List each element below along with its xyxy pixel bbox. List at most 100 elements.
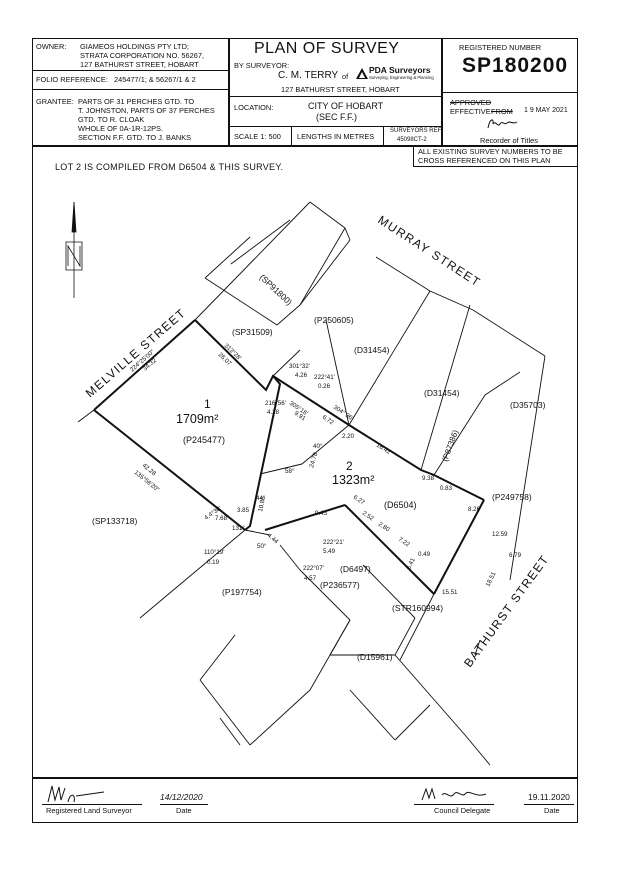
owner-block <box>32 38 229 146</box>
dimension-label: 5.49 <box>323 548 336 555</box>
neighbour-ref: (D31454) <box>424 388 460 398</box>
divider <box>32 70 229 71</box>
from-text: FROM <box>491 107 513 116</box>
surveyor-signature-icon <box>46 782 106 813</box>
scale-text: SCALE 1: 500 <box>234 132 281 141</box>
dimension-label: 2.20 <box>342 433 355 440</box>
dimension-label: 6.41 <box>405 556 417 570</box>
council-signed-date: 19.11.2020 <box>528 792 570 802</box>
neighbour-ref: (SP91800) <box>258 272 295 307</box>
plan-note: LOT 2 IS COMPILED FROM D6504 & THIS SURV… <box>55 162 284 172</box>
neighbour-ref: (D35703) <box>510 400 546 410</box>
dimension-label: 9.45 <box>315 510 328 517</box>
dimension-label: 222°21' <box>323 539 344 546</box>
dimension-label: 7.68 <box>215 515 228 522</box>
land-surveyor-label: Registered Land Surveyor <box>46 806 132 815</box>
dimension-label: 0.49 <box>418 551 431 558</box>
grantee-line: PARTS OF 31 PERCHES GTD. TO <box>78 97 195 106</box>
company-name: PDA Surveyors <box>369 65 431 75</box>
dimension-label: 44° <box>256 495 266 502</box>
recorder-label: Recorder of Titles <box>480 136 538 145</box>
grantee-label: GRANTEE: <box>36 97 74 106</box>
surveyors-ref-label: SURVEYORS REF <box>390 128 442 134</box>
neighbour-ref: (P236577) <box>320 580 360 590</box>
neighbour-ref: (P250605) <box>314 315 354 325</box>
grantee-line: SECTION F.F. GTD. TO J. BANKS <box>78 133 192 142</box>
dimension-label: 222°41' <box>314 374 335 381</box>
street-label-melville: MELVILLE STREET <box>83 306 189 401</box>
lot-ref: (D6504) <box>384 500 417 510</box>
plan-title: PLAN OF SURVEY <box>254 40 400 57</box>
divider <box>291 126 292 146</box>
neighbour-ref: (SP31509) <box>232 327 273 337</box>
surveyor-name: C. M. TERRY <box>278 70 339 81</box>
dimension-label: 2.80 <box>377 521 391 534</box>
dimension-label: 8.26 <box>468 506 481 513</box>
dimension-label: 4.44 <box>266 532 280 545</box>
surveyors-ref-value: 45098CT-2 <box>397 137 427 143</box>
lot-area: 1323m² <box>332 473 374 487</box>
location-label: LOCATION: <box>234 103 274 112</box>
neighbour-ref: (P87386) <box>440 428 460 462</box>
surveyor-of: of <box>342 72 349 81</box>
title-block <box>229 38 442 146</box>
divider <box>383 126 384 146</box>
date-label: Date <box>544 806 560 815</box>
location-value: CITY OF HOBART <box>308 101 384 111</box>
dimension-label: 0.26 <box>318 383 331 390</box>
owner-line: 127 BATHURST STREET, HOBART <box>80 60 199 69</box>
surveyor-signed-date: 14/12/2020 <box>160 792 203 802</box>
dimension-label: 12.59 <box>492 531 508 538</box>
owner-label: OWNER: <box>36 42 67 51</box>
dimension-label: 0.83 <box>440 485 453 492</box>
dimension-label: 16.42 <box>375 442 392 456</box>
neighbour-ref: (SP133718) <box>92 516 138 526</box>
by-surveyor-label: BY SURVEYOR: <box>234 61 290 70</box>
registered-number-label: REGISTERED NUMBER <box>459 43 542 52</box>
lot-number: 2 <box>346 459 353 473</box>
signature-line <box>414 804 494 805</box>
dimension-label: 131° <box>232 525 245 532</box>
folio-value: 245477/1; & 56267/1 & 2 <box>114 75 196 84</box>
dimension-label: 40° <box>313 443 323 450</box>
company-logo-icon <box>356 67 368 79</box>
dimension-label: 4.28 <box>267 409 280 416</box>
grantee-line: GTD. TO R. CLOAK <box>78 115 145 124</box>
street-label-bathurst: BATHURST STREET <box>461 552 552 670</box>
dimension-label: 50° <box>257 543 267 550</box>
dimension-label: 18.51 <box>485 570 498 587</box>
recorder-signature-icon <box>486 116 520 137</box>
approved-text: APPROVED <box>450 98 492 107</box>
dimension-label: 222°07' <box>303 565 324 572</box>
cross-ref-note: ALL EXISTING SURVEY NUMBERS TO BE CROSS … <box>418 147 563 165</box>
registered-number: SP180200 <box>462 54 569 77</box>
signature-line <box>160 804 208 805</box>
neighbour-ref: (D15961) <box>357 652 393 662</box>
dimension-label: 10.86 <box>257 495 267 512</box>
dimension-label: 15.51 <box>442 589 458 596</box>
divider <box>229 96 442 97</box>
divider <box>32 89 229 90</box>
signature-block <box>32 778 578 823</box>
company-subtitle: Surveying, Engineering & Planning <box>369 75 434 80</box>
dimension-label: 2.52 <box>361 510 375 523</box>
neighbour-ref: (D6497) <box>340 564 371 574</box>
street-label-murray: MURRAY STREET <box>375 213 483 290</box>
signature-line <box>42 804 142 805</box>
neighbour-ref: (P197754) <box>222 587 262 597</box>
dimension-label: 6.27 <box>352 494 366 507</box>
dimension-label: 4.26 <box>295 372 308 379</box>
lot-area: 1709m² <box>176 412 218 426</box>
dimension-label: 4.57 <box>304 575 317 582</box>
neighbour-ref: (D31454) <box>354 345 390 355</box>
neighbour-ref: (STR160994) <box>392 603 443 613</box>
owner-line: STRATA CORPORATION NO. 56267, <box>80 51 205 60</box>
dimension-label: 24.78 <box>308 451 319 468</box>
lot-number: 1 <box>204 397 211 411</box>
dimension-label: 301°32' <box>289 363 310 370</box>
grantee-line: T. JOHNSTON, PARTS OF 37 PERCHES <box>78 106 215 115</box>
neighbour-ref: (P249758) <box>492 492 532 502</box>
dimension-label: 7.22 <box>397 536 411 549</box>
company-address: 127 BATHURST STREET, HOBART <box>281 85 400 94</box>
